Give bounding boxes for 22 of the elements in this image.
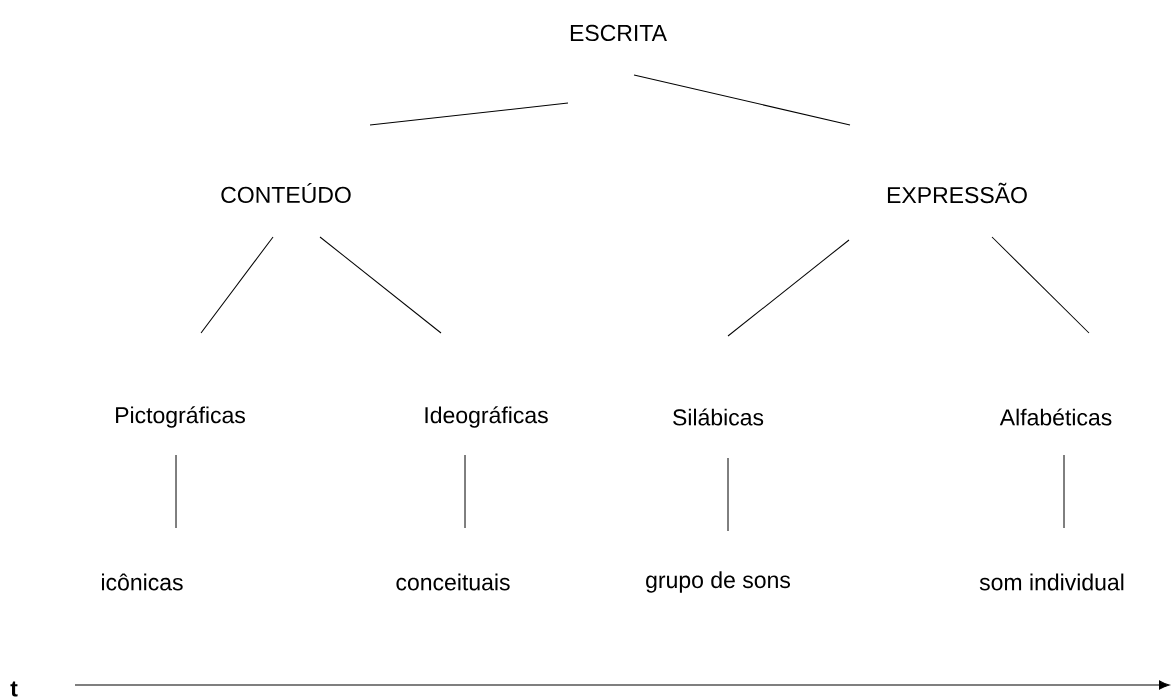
node-label: Silábicas	[673, 408, 764, 426]
node-label: EXPRESSÃO	[887, 182, 1027, 204]
connector-line	[633, 74, 851, 126]
connector-line	[464, 454, 466, 529]
node-label: grupo de sons	[646, 571, 790, 593]
connector-line	[727, 239, 850, 337]
node-label: Ideográficas	[425, 406, 548, 428]
connector-line	[200, 236, 274, 334]
connector-line	[175, 454, 177, 529]
node-label: icônicas	[102, 573, 183, 591]
node-label: Alfabéticas	[999, 408, 1112, 426]
connector-line	[1063, 454, 1065, 529]
node-label: ESCRITA	[570, 24, 667, 42]
node-label: conceituais	[396, 573, 510, 591]
connector-line	[319, 236, 442, 334]
connector-line	[369, 102, 569, 126]
node-label: CONTEÚDO	[221, 182, 351, 204]
connector-line	[991, 236, 1090, 334]
axis-label: t	[10, 681, 18, 697]
connector-line	[727, 457, 729, 532]
node-label: Pictográficas	[116, 406, 245, 428]
node-label: som individual	[979, 573, 1124, 591]
